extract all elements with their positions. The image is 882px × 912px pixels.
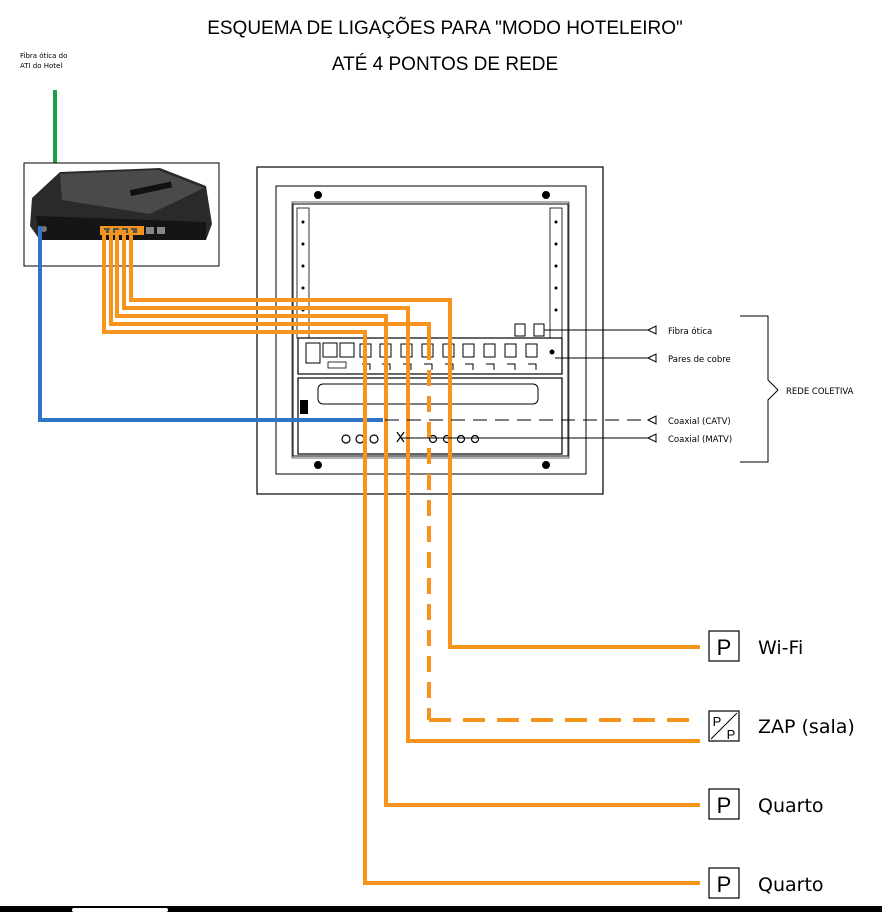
label-fibra-otica: Fibra ótica (668, 326, 712, 337)
network-connections (385, 315, 779, 463)
label-coaxial-catv: Coaxial (CATV) (668, 417, 731, 427)
label-coaxial-matv: Coaxial (MATV) (668, 435, 732, 445)
outlet-zap-sala: P P ZAP (sala) (708, 710, 855, 742)
coax-line (38, 226, 383, 422)
outlet-quarto-2: P Quarto (708, 867, 824, 899)
outlet-zap-symbol-top: P (713, 714, 722, 729)
router-device (23, 162, 220, 267)
outlet-quarto-1-label: Quarto (758, 795, 824, 817)
outlet-wifi-label: Wi-Fi (758, 637, 803, 659)
outlet-zap-symbol-bottom: P (727, 727, 736, 742)
outlet-quarto-1-symbol: P (717, 793, 732, 818)
title-line-2: ATÉ 4 PONTOS DE REDE (332, 54, 558, 75)
label-pares-cobre: Pares de cobre (668, 355, 731, 365)
title-line-1: ESQUEMA DE LIGAÇÕES PARA "MODO HOTELEIRO… (207, 17, 683, 39)
outlet-quarto-2-label: Quarto (758, 874, 824, 896)
outlet-zap-label: ZAP (sala) (758, 716, 855, 738)
outlet-wifi: P Wi-Fi (708, 630, 803, 662)
source-label-line-1: Fibra ótica do (20, 52, 67, 60)
outlet-quarto-1: P Quarto (708, 788, 824, 820)
outlet-wifi-symbol: P (717, 635, 732, 660)
copper-cables (102, 230, 700, 885)
outlet-quarto-2-symbol: P (717, 872, 732, 897)
source-label-line-2: ATI do Hotel (20, 62, 62, 70)
label-rede-coletiva: REDE COLETIVA (786, 387, 854, 397)
